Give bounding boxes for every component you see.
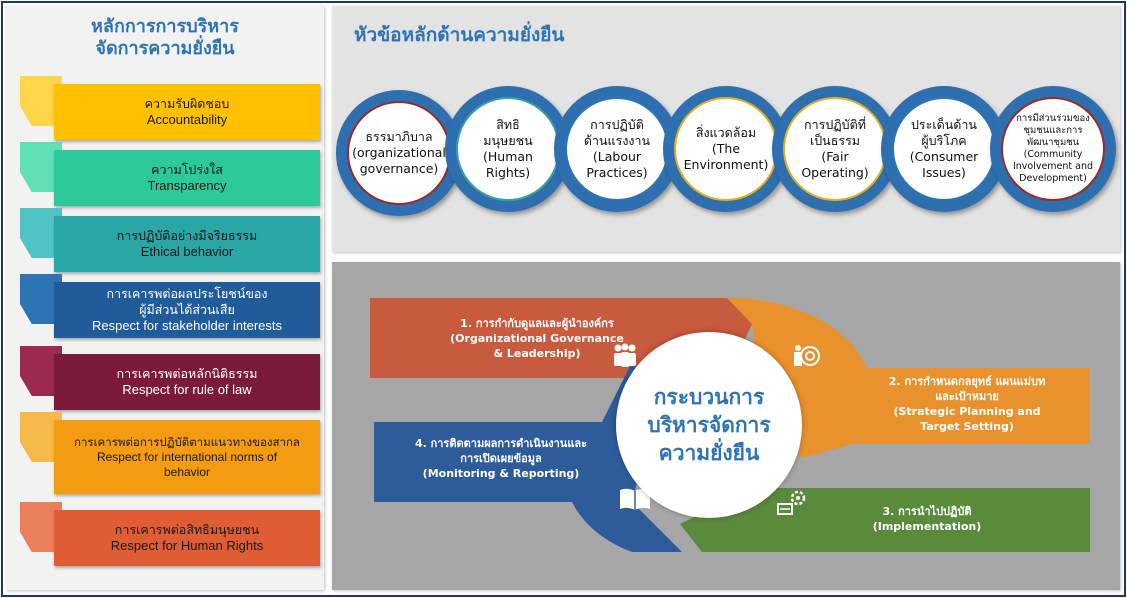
principle-band: ความรับผิดชอบ Accountability xyxy=(54,84,320,140)
principle-accountability: ความรับผิดชอบ Accountability xyxy=(6,76,324,142)
principle-th-line2: ผู้มีส่วนได้ส่วนเสีย xyxy=(139,302,235,317)
topic-circle-inner: สิ่งแวดล้อม (The Environment) xyxy=(674,97,778,201)
topic-label: ประเด็นด้าน ผู้บริโภค (Consumer Issues) xyxy=(909,117,979,180)
step-2-line3: (Strategic Planning and xyxy=(893,405,1041,418)
step-4-label: 4. การติดตามผลการดำเนินงานและ การเปิดเผย… xyxy=(376,436,626,481)
principle-stakeholder-interests: การเคารพต่อผลประโยชน์ของ ผู้มีส่วนได้ส่ว… xyxy=(6,274,324,340)
principle-en: Respect for international norms of xyxy=(96,449,278,464)
topic-label: สิทธิ มนุษยชน (Human Rights) xyxy=(483,117,533,180)
topic-label: ธรรมาภิบาล (organizational governance) xyxy=(352,129,446,176)
principle-band: การเคารพต่อสิทธิมนุษยชน Respect for Huma… xyxy=(54,510,320,566)
principle-en: Transparency xyxy=(147,178,227,193)
step-2-line2: และเป้าหมาย xyxy=(935,390,999,403)
step-2-line1: 2. การกำหนดกลยุทธ์ แผนแม่บท xyxy=(888,375,1046,388)
step-4-line1: 4. การติดตามผลการดำเนินงานและ xyxy=(414,437,588,450)
topic-circle-environment: สิ่งแวดล้อม (The Environment) xyxy=(663,86,789,212)
principle-th: การเคารพต่อผลประโยชน์ของ xyxy=(106,286,268,301)
topic-label: การปฏิบัติ ด้านแรงงาน (Labour Practices) xyxy=(583,117,651,180)
step-1-line1: 1. การกำกับดูแลและผู้นำองค์กร xyxy=(460,317,614,330)
step-3-line1: 3. การนำไปปฏิบัติ xyxy=(882,505,972,518)
principle-band: การปฏิบัติอย่างมีจริยธรรม Ethical behavi… xyxy=(54,216,320,272)
topic-circle-inner: สิทธิ มนุษยชน (Human Rights) xyxy=(456,97,560,201)
principle-en-line2: behavior xyxy=(163,464,211,479)
principle-th: การปฏิบัติอย่างมีจริยธรรม xyxy=(116,228,258,243)
principles-panel: หลักการการบริหาร จัดการความยั่งยืน ความร… xyxy=(6,6,324,590)
step-4-arrow xyxy=(374,362,682,552)
principle-ethical-behavior: การปฏิบัติอย่างมีจริยธรรม Ethical behavi… xyxy=(6,208,324,274)
topic-circle-inner: การปฏิบัติ ด้านแรงงาน (Labour Practices) xyxy=(565,97,669,201)
process-center-title: กระบวนการ บริหารจัดการ ความยั่งยืน xyxy=(647,385,771,465)
principles-title: หลักการการบริหาร จัดการความยั่งยืน xyxy=(6,16,324,60)
step-1-label: 1. การกำกับดูแลและผู้นำองค์กร (Organizat… xyxy=(392,316,682,361)
principle-en: Respect for Human Rights xyxy=(110,538,264,553)
topic-circle-fair-operating: การปฏิบัติที่ เป็นธรรม (Fair Operating) xyxy=(772,86,898,212)
step-1-line2: (Organizational Governance xyxy=(450,332,624,345)
topic-circle-inner: ประเด็นด้าน ผู้บริโภค (Consumer Issues) xyxy=(892,97,996,201)
topic-label: การปฏิบัติที่ เป็นธรรม (Fair Operating) xyxy=(801,117,869,180)
topic-circle-human-rights: สิทธิ มนุษยชน (Human Rights) xyxy=(445,86,571,212)
gears-icon xyxy=(777,490,806,515)
principle-th: การเคารพต่อสิทธิมนุษยชน xyxy=(114,522,260,537)
process-center-circle: กระบวนการ บริหารจัดการ ความยั่งยืน xyxy=(616,332,802,518)
step-3-line2: (Implementation) xyxy=(872,520,982,533)
principle-international-norms: การเคารพต่อการปฏิบัติตามแนวทางของสากล Re… xyxy=(6,412,324,494)
step-4-line2: การเปิดเผยข้อมูล xyxy=(460,452,542,465)
principle-human-rights: การเคารพต่อสิทธิมนุษยชน Respect for Huma… xyxy=(6,502,324,568)
principle-en: Respect for stakeholder interests xyxy=(91,318,283,333)
step-2-line4: Target Setting) xyxy=(920,420,1014,433)
people-icon xyxy=(614,343,636,367)
topic-label: สิ่งแวดล้อม (The Environment) xyxy=(683,125,769,172)
principle-band: การเคารพต่อผลประโยชน์ของ ผู้มีส่วนได้ส่ว… xyxy=(54,282,320,338)
core-topics-title: หัวข้อหลักด้านความยั่งยืน xyxy=(354,24,565,46)
topic-circle-community: การมีส่วนร่วมของ ชุมชนและการ พัฒนาชุมชน … xyxy=(990,86,1116,212)
principle-th: ความโปร่งใส xyxy=(151,162,223,177)
process-panel: 1. การกำกับดูแลและผู้นำองค์กร (Organizat… xyxy=(332,262,1120,590)
topic-circle-consumer: ประเด็นด้าน ผู้บริโภค (Consumer Issues) xyxy=(881,86,1007,212)
principle-rule-of-law: การเคารพต่อหลักนิติธรรม Respect for rule… xyxy=(6,346,324,412)
step-2-arrow xyxy=(727,298,1090,458)
step-2-label: 2. การกำหนดกลยุทธ์ แผนแม่บท และเป้าหมาย … xyxy=(852,374,1082,434)
principle-transparency: ความโปร่งใส Transparency xyxy=(6,142,324,208)
topic-circle-inner: ธรรมาภิบาล (organizational governance) xyxy=(347,101,451,205)
principle-th: การเคารพต่อหลักนิติธรรม xyxy=(116,366,258,381)
target-icon xyxy=(794,345,820,366)
step-3-label: 3. การนำไปปฏิบัติ (Implementation) xyxy=(802,504,1052,534)
principle-band: ความโปร่งใส Transparency xyxy=(54,150,320,206)
principle-en: Accountability xyxy=(146,112,228,127)
principles-title-line2: จัดการความยั่งยืน xyxy=(95,38,235,59)
topic-circle-governance: ธรรมาภิบาล (organizational governance) xyxy=(336,90,462,216)
topic-label: การมีส่วนร่วมของ ชุมชนและการ พัฒนาชุมชน … xyxy=(1012,113,1094,184)
step-1-line3: & Leadership) xyxy=(493,347,581,360)
topic-circle-inner: การมีส่วนร่วมของ ชุมชนและการ พัฒนาชุมชน … xyxy=(1001,97,1105,201)
principle-band: การเคารพต่อหลักนิติธรรม Respect for rule… xyxy=(54,354,320,410)
principle-en: Respect for rule of law xyxy=(122,382,252,397)
principle-th: การเคารพต่อการปฏิบัติตามแนวทางของสากล xyxy=(74,434,300,449)
principle-en: Ethical behavior xyxy=(140,244,234,259)
core-topics-panel: หัวข้อหลักด้านความยั่งยืน ธรรมาภิบาล (or… xyxy=(332,6,1120,252)
principles-title-line1: หลักการการบริหาร xyxy=(91,16,239,37)
principle-band: การเคารพต่อการปฏิบัติตามแนวทางของสากล Re… xyxy=(54,420,320,494)
topic-circle-inner: การปฏิบัติที่ เป็นธรรม (Fair Operating) xyxy=(783,97,887,201)
principle-th: ความรับผิดชอบ xyxy=(144,96,230,111)
topic-circle-labour: การปฏิบัติ ด้านแรงงาน (Labour Practices) xyxy=(554,86,680,212)
step-4-line3: (Monitoring & Reporting) xyxy=(422,467,580,480)
